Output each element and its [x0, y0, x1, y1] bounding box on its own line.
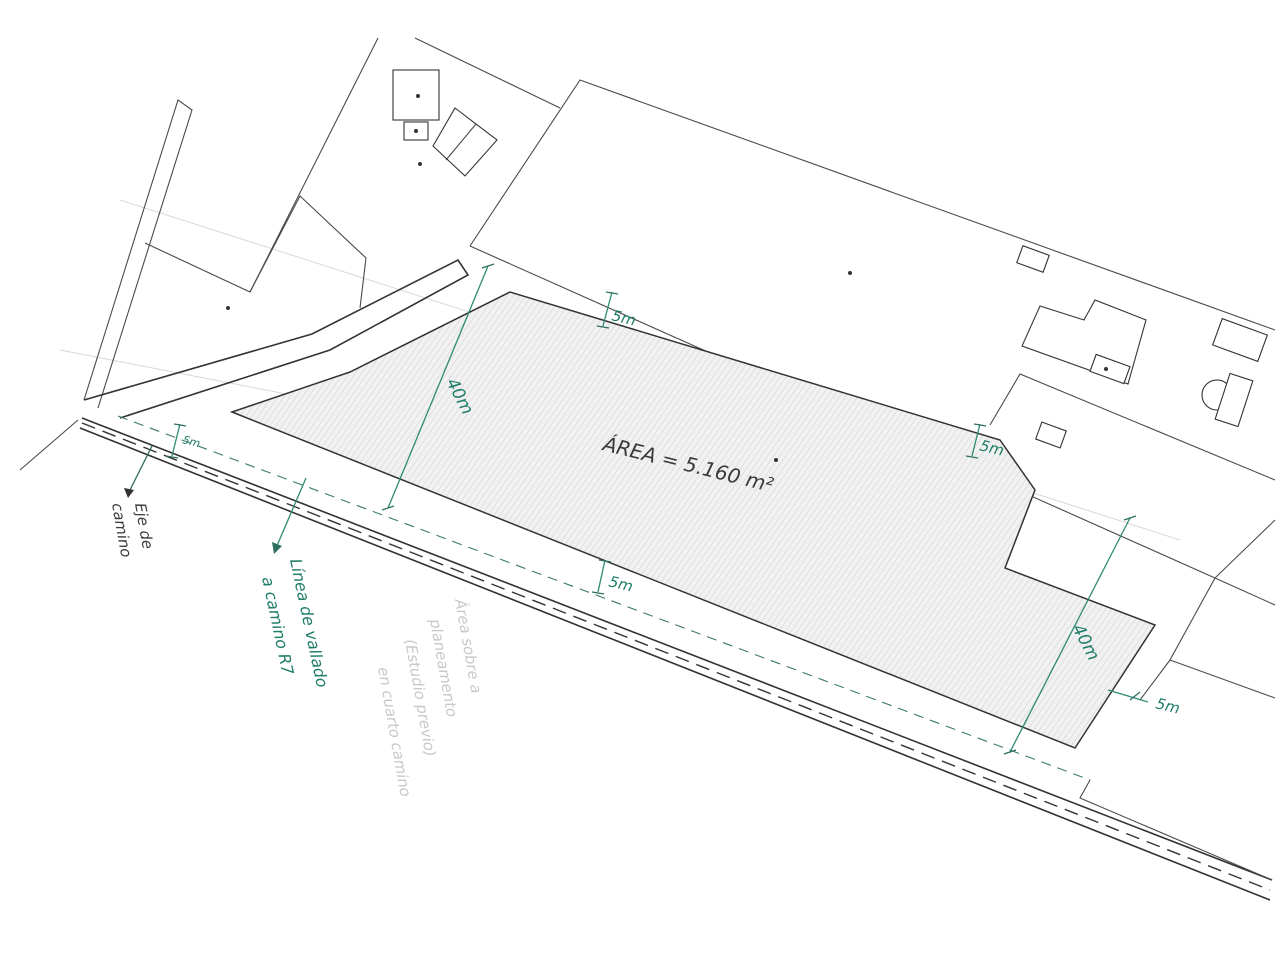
leader-arrows — [124, 445, 307, 554]
building — [432, 107, 498, 177]
building — [392, 69, 440, 121]
setback-right-top-label: 5m — [978, 436, 1006, 459]
setback-right-bottom-label: 5m — [1154, 694, 1182, 717]
building — [1035, 421, 1067, 449]
dimension-lines — [165, 263, 1149, 755]
plot-area — [229, 291, 1157, 749]
setback-top-label: 5m — [610, 306, 638, 329]
building — [1211, 317, 1269, 363]
road — [79, 415, 1273, 901]
buildings — [392, 69, 1269, 449]
building — [1016, 245, 1050, 273]
setback-road-label: 5m — [181, 433, 201, 450]
setback-bottom-label: 5m — [607, 572, 635, 595]
access-lane — [83, 258, 470, 419]
survey-points — [226, 94, 1108, 462]
building — [1089, 353, 1131, 385]
building — [1214, 372, 1254, 428]
